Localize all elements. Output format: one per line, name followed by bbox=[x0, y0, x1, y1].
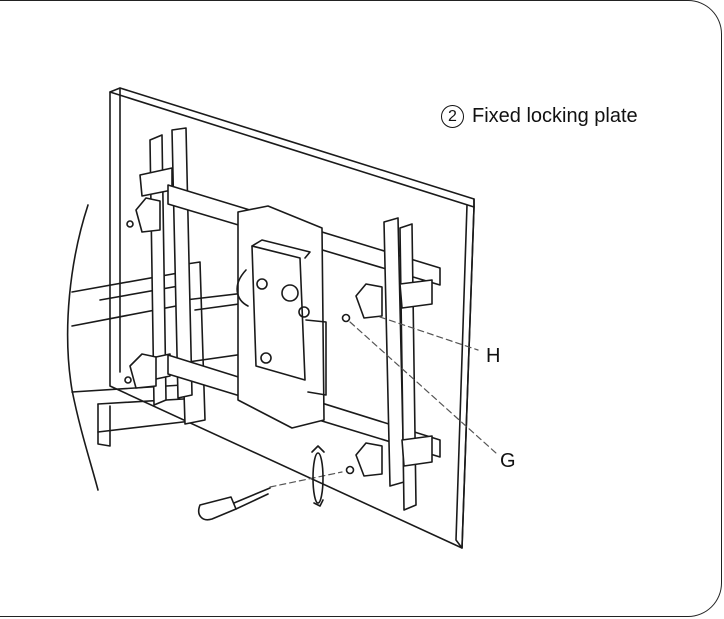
rotate-arrow-icon bbox=[311, 445, 325, 507]
screwdriver-icon bbox=[197, 487, 271, 521]
callout-g-label: G bbox=[500, 450, 516, 472]
step-number-badge: 2 bbox=[441, 105, 464, 128]
tilt-bracket bbox=[236, 205, 327, 429]
screws bbox=[124, 220, 355, 475]
right-rails bbox=[383, 217, 433, 511]
locking-plates bbox=[129, 197, 383, 477]
step-title: 2 Fixed locking plate bbox=[441, 105, 638, 128]
leader-lines bbox=[269, 316, 497, 488]
step-title-text: Fixed locking plate bbox=[472, 105, 638, 127]
callout-h-label: H bbox=[486, 345, 501, 367]
